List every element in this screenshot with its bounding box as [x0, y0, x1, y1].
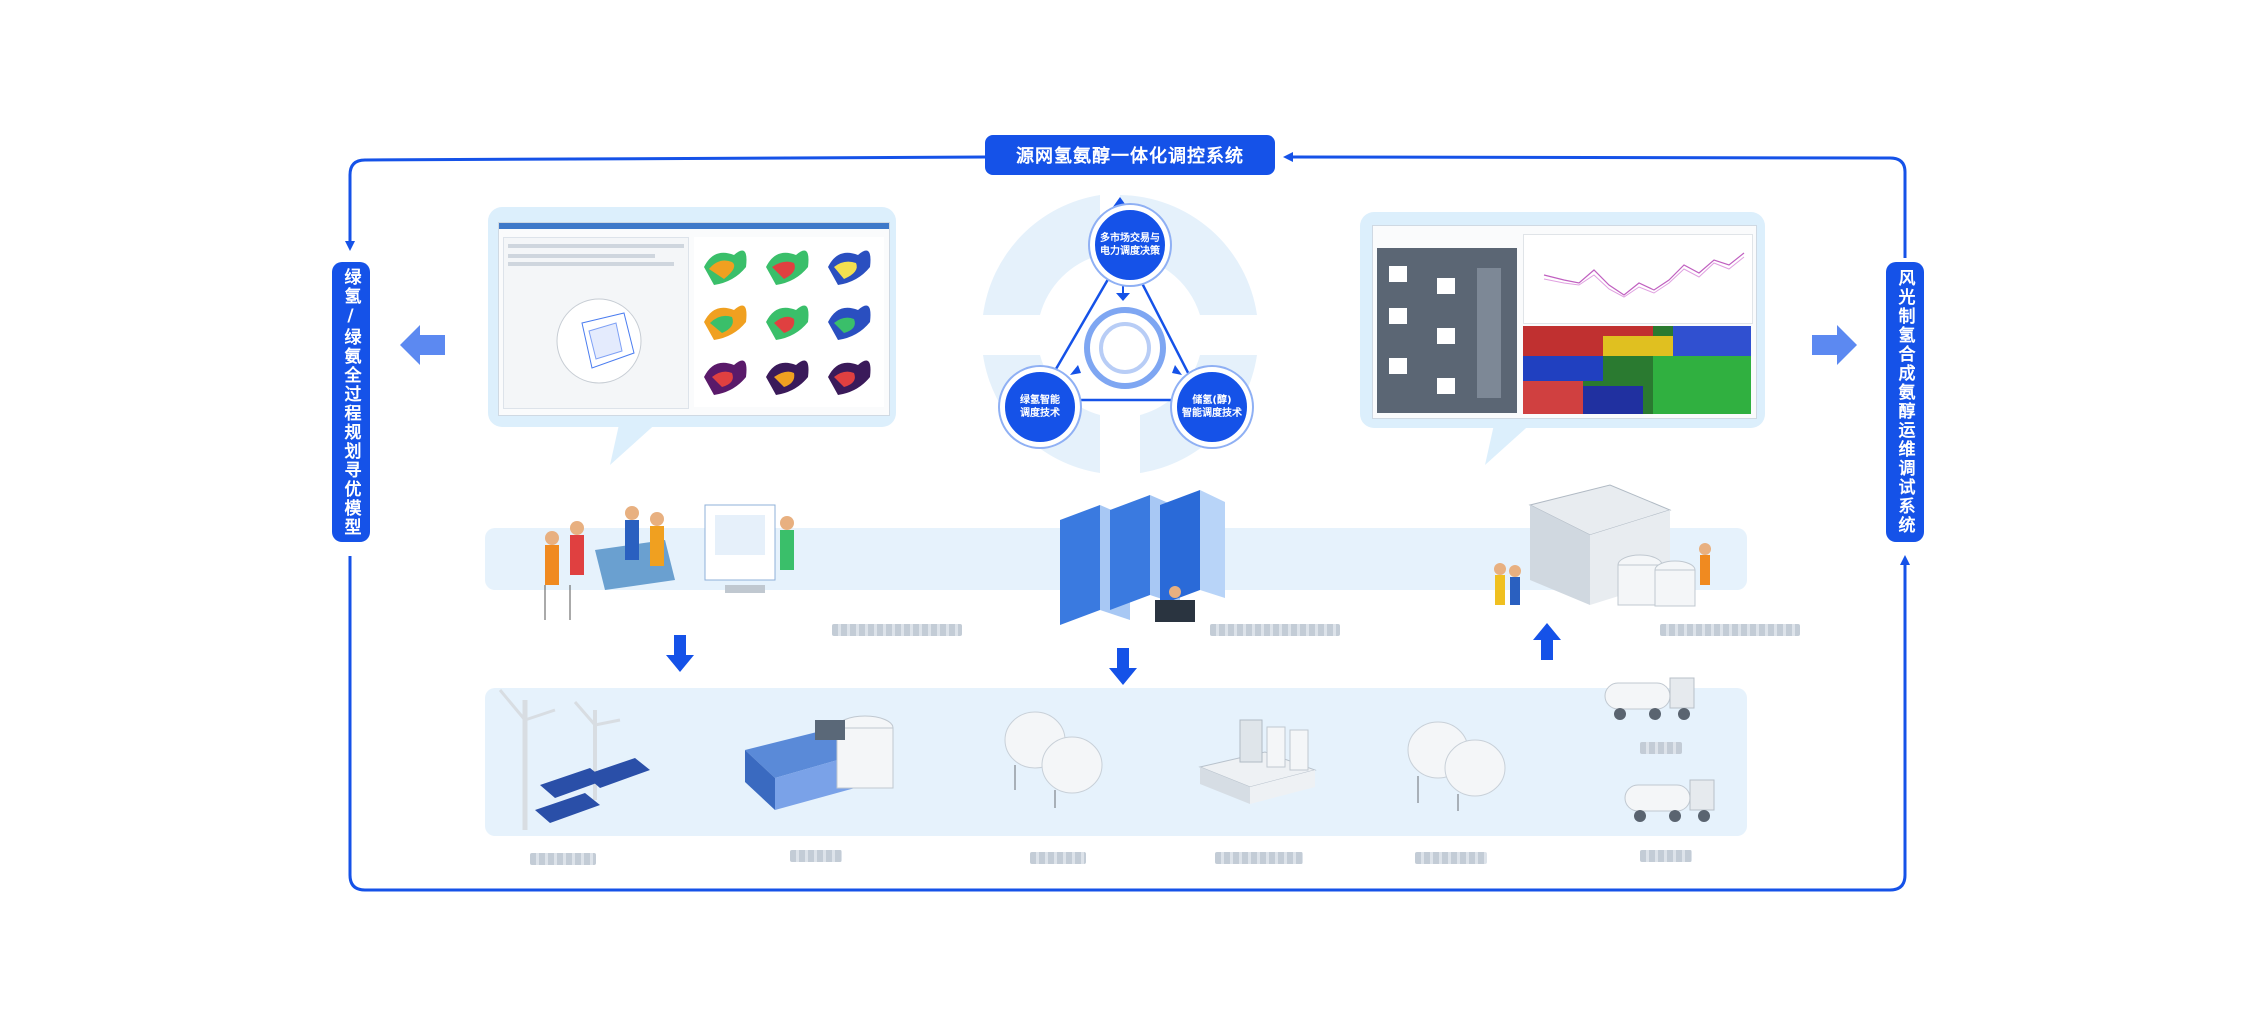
hub-node-storage-methanol: 储氢(醇)智能调度技术: [1172, 367, 1252, 447]
electrolyzer-illustration: [745, 715, 894, 810]
ammonia-tanks-illustration: [1004, 711, 1103, 808]
hydrogen-tanks-caption-placeholder: [1415, 852, 1487, 864]
chemical-plant-illustration: [1494, 484, 1711, 607]
left-bubble-tail: [610, 420, 660, 465]
synthesis-plant-caption-placeholder: [1215, 852, 1303, 864]
operation-system-badge: 风光制氢合成氨醇运维调试系统: [1886, 262, 1924, 542]
loop-line-top-left: [345, 155, 986, 251]
team-caption-placeholder: [832, 624, 962, 636]
wind-solar-caption-placeholder: [530, 853, 596, 865]
server-caption-placeholder: [1210, 624, 1340, 636]
tanker-truck-top-illustration: [1604, 677, 1695, 720]
right-app-screenshot: [1372, 225, 1757, 419]
server-stack-illustration: [1060, 490, 1225, 625]
down-arrow-center: [1109, 648, 1137, 685]
system-title-badge: 源网氢氨醇一体化调控系统: [985, 135, 1275, 175]
left-app-screenshot: [498, 222, 890, 416]
hydrogen-tanks-illustration: [1407, 721, 1506, 811]
loop-line-bottom: [348, 555, 1910, 892]
bottom-band: [485, 688, 1747, 836]
tanker-truck-bottom-illustration: [1624, 779, 1715, 822]
plant-caption-placeholder: [1660, 624, 1800, 636]
right-bubble-tail: [1485, 420, 1535, 465]
synthesis-plant-illustration: [1198, 719, 1317, 804]
electrolyzer-caption-placeholder: [790, 850, 842, 862]
down-arrow-left: [666, 635, 694, 672]
right-fat-arrow: [1812, 325, 1857, 365]
left-fat-arrow: [400, 325, 445, 365]
truck-bottom-caption-placeholder: [1640, 850, 1692, 862]
loop-line-top-right: [1283, 152, 1907, 258]
truck-top-caption-placeholder: [1640, 742, 1682, 754]
up-arrow-right: [1533, 623, 1561, 660]
engineers-team-illustration: [544, 504, 794, 620]
ammonia-tanks-caption-placeholder: [1030, 852, 1086, 864]
hub-node-green-hydrogen: 绿氢智能调度技术: [1000, 367, 1080, 447]
heatmap-grid: [704, 250, 871, 395]
planning-model-badge: 绿氢/绿氨全过程规划寻优模型: [332, 262, 370, 542]
wind-solar-illustration: [498, 689, 650, 830]
hub-node-market-dispatch: 多市场交易与电力调度决策: [1090, 205, 1170, 285]
